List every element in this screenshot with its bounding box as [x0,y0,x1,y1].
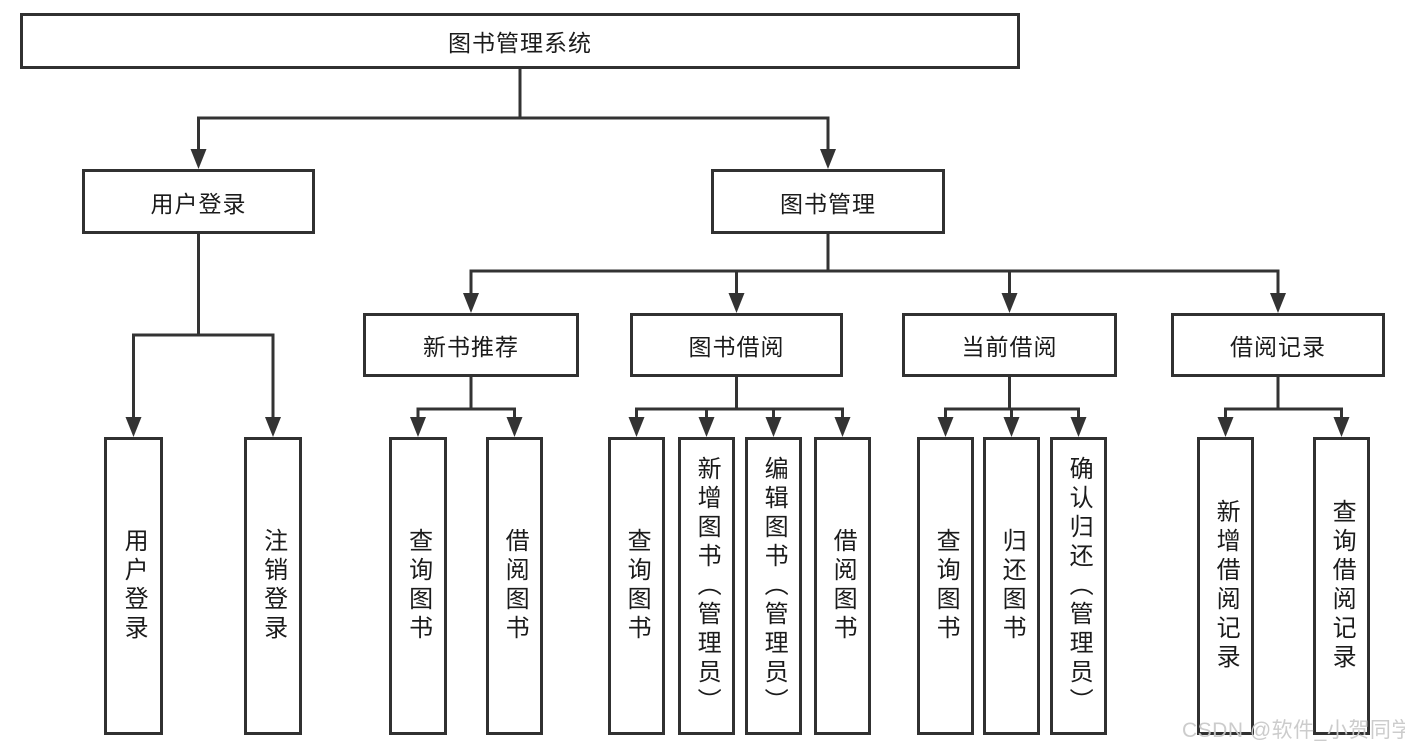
node-leaf-user-login: 用户登录 [104,437,163,735]
connector-user-login-children [125,232,281,437]
node-user-login-label: 用户登录 [150,190,247,217]
node-root: 图书管理系统 [20,13,1020,69]
node-leaf-query-borrow-record-label: 查询借阅记录 [1328,499,1356,673]
connector-book-mgmt-to-level3 [463,232,1286,313]
node-borrow-records-label: 借阅记录 [1230,334,1326,360]
node-leaf-query-books-1-label: 查询图书 [404,528,432,644]
node-book-mgmt: 图书管理 [711,169,945,234]
connector-new-rec-children [410,375,523,437]
node-root-label: 图书管理系统 [448,30,592,56]
node-leaf-borrow-books-2: 借阅图书 [814,437,871,735]
node-new-rec-label: 新书推荐 [423,334,519,360]
node-leaf-return-book: 归还图书 [983,437,1040,735]
node-leaf-query-books-1: 查询图书 [389,437,447,735]
node-leaf-add-book-admin: 新增图书（管理员） [678,437,735,735]
node-leaf-user-login-label: 用户登录 [120,528,148,644]
csdn-watermark: CSDN @软件_小贺同学 [1182,719,1405,742]
node-leaf-add-book-admin-label: 新增图书（管理员） [693,455,721,717]
node-leaf-edit-book-admin: 编辑图书（管理员） [745,437,802,735]
node-leaf-edit-book-admin-label: 编辑图书（管理员） [760,455,788,717]
node-leaf-logout-label: 注销登录 [259,528,287,644]
node-leaf-borrow-books-1: 借阅图书 [486,437,543,735]
node-leaf-borrow-books-1-label: 借阅图书 [501,528,529,644]
node-leaf-return-book-label: 归还图书 [998,528,1026,644]
connector-root-to-level2 [190,68,836,169]
node-user-login: 用户登录 [82,169,315,234]
node-leaf-query-books-2: 查询图书 [608,437,665,735]
node-leaf-query-borrow-record: 查询借阅记录 [1313,437,1370,735]
node-leaf-confirm-return-admin: 确认归还（管理员） [1050,437,1107,735]
connector-current-borrow-children [937,375,1087,437]
node-leaf-query-books-3-label: 查询图书 [932,528,960,644]
node-leaf-confirm-return-admin-label: 确认归还（管理员） [1065,455,1093,717]
node-current-borrow: 当前借阅 [902,313,1117,377]
connector-book-borrow-children [628,375,851,437]
node-leaf-query-books-3: 查询图书 [917,437,974,735]
node-leaf-query-books-2-label: 查询图书 [623,528,651,644]
node-leaf-borrow-books-2-label: 借阅图书 [829,528,857,644]
connector-borrow-records-children [1217,375,1350,437]
node-current-borrow-label: 当前借阅 [961,334,1058,360]
node-leaf-logout: 注销登录 [244,437,302,735]
node-book-mgmt-label: 图书管理 [780,190,876,217]
node-borrow-records: 借阅记录 [1171,313,1385,377]
node-leaf-add-borrow-record: 新增借阅记录 [1197,437,1254,735]
node-book-borrow-label: 图书借阅 [688,334,785,360]
node-book-borrow: 图书借阅 [630,313,843,377]
node-new-rec: 新书推荐 [363,313,579,377]
node-leaf-add-borrow-record-label: 新增借阅记录 [1212,499,1240,673]
